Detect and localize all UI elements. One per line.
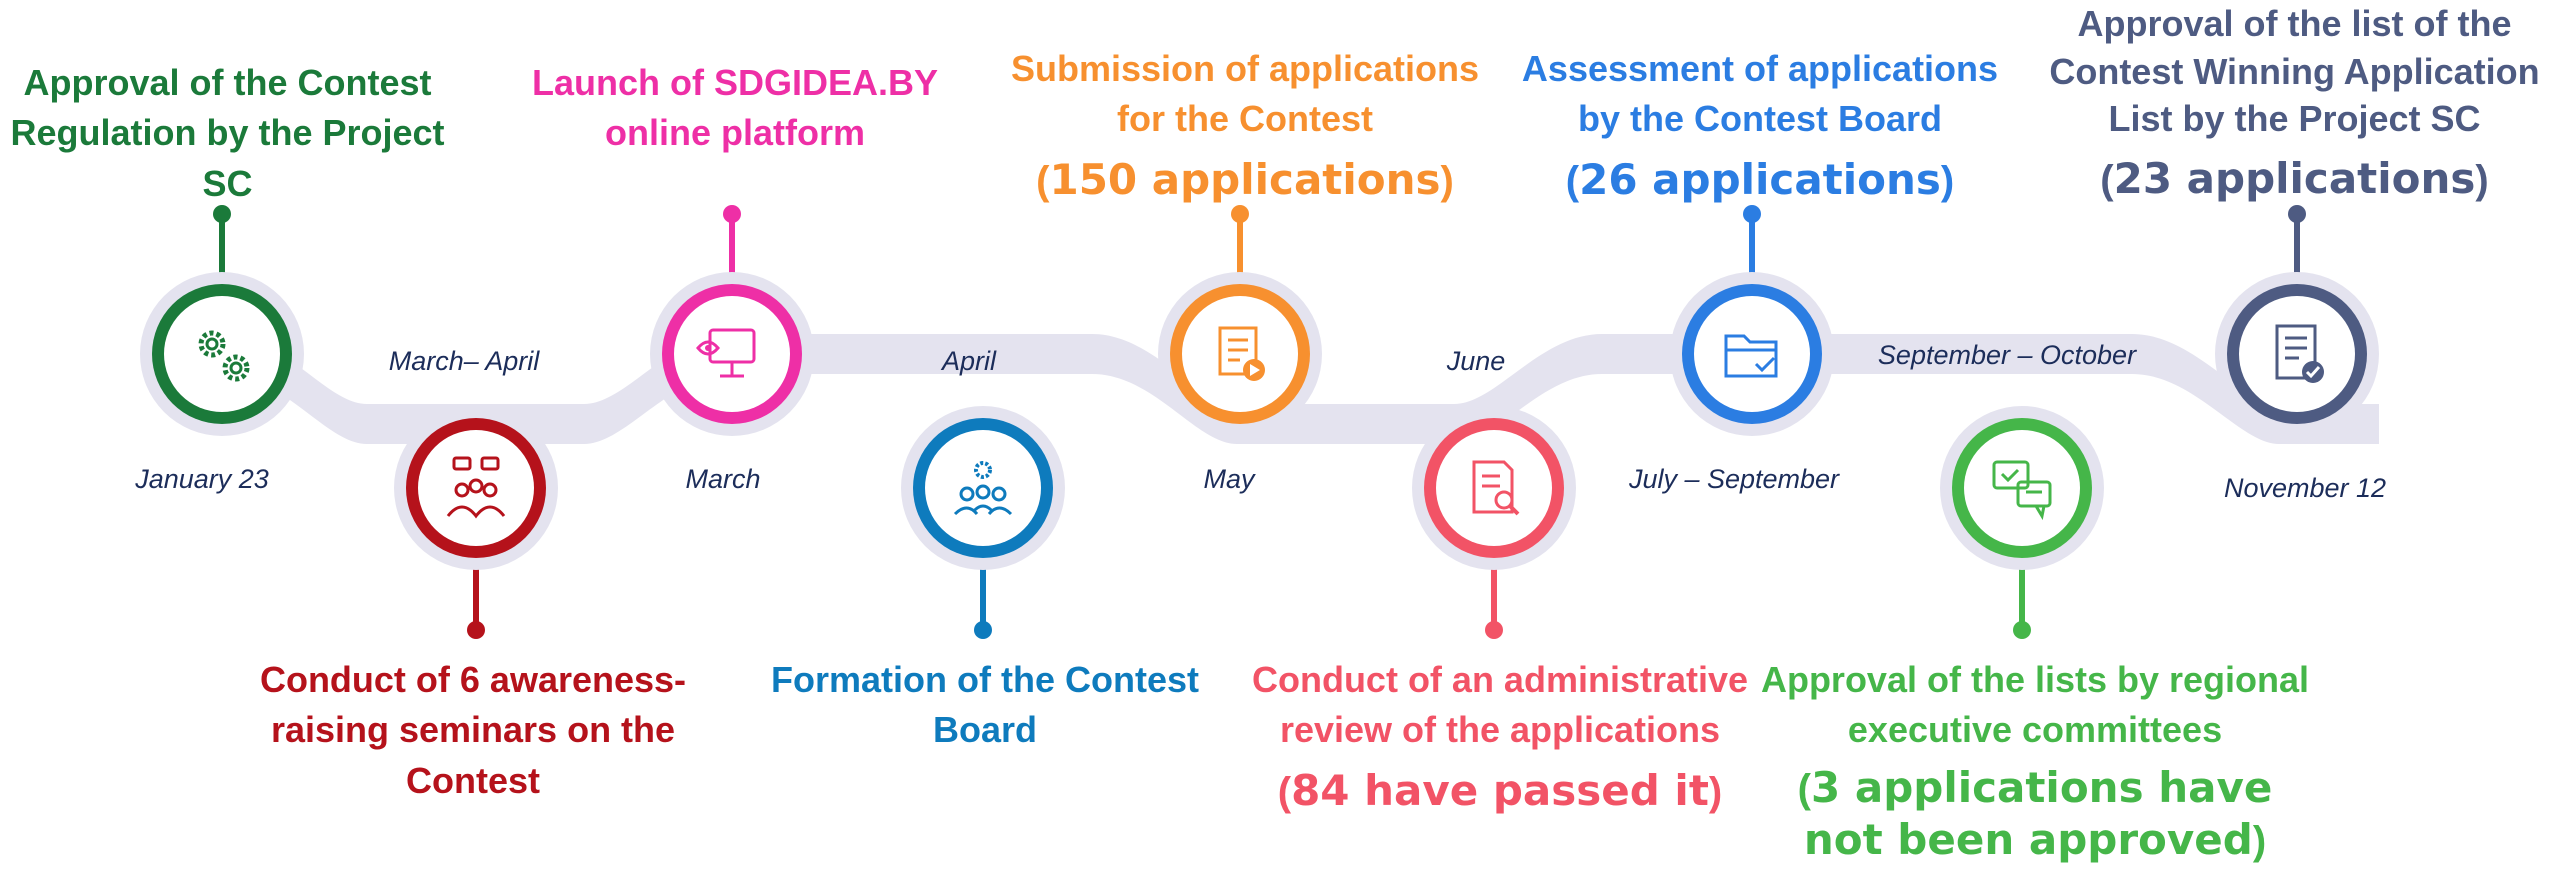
connector-dot xyxy=(2013,621,2031,639)
milestone-label-8: Approval of the lists by regional execut… xyxy=(1755,655,2315,867)
milestone-label-1: Approval of the Contest Regulation by th… xyxy=(0,58,455,209)
node-inner xyxy=(1182,296,1298,412)
gears-icon xyxy=(198,330,250,382)
team-gear-icon xyxy=(953,461,1013,516)
milestone-label-9: Approval of the list of the Contest Winn… xyxy=(2035,0,2554,206)
milestone-date-6: June xyxy=(1446,346,1506,376)
milestone-node-7 xyxy=(1670,205,1834,436)
milestone-node-8 xyxy=(1940,406,2104,639)
milestone-count: (150 applications) xyxy=(1036,154,1454,204)
milestone-label-3: Launch of SDGIDEA.BY online platform xyxy=(520,58,950,159)
milestone-count: (84 have passed it) xyxy=(1277,765,1723,815)
connector-dot xyxy=(2288,205,2306,223)
connector-dot xyxy=(723,205,741,223)
chat-check-icon xyxy=(1992,460,2052,521)
milestone-label-2: Conduct of 6 awareness-raising seminars … xyxy=(248,655,698,806)
milestone-node-2 xyxy=(394,406,558,639)
node-inner xyxy=(925,430,1041,546)
milestone-node-6 xyxy=(1412,406,1576,639)
node-inner xyxy=(674,296,790,412)
connector-dot xyxy=(467,621,485,639)
connector-dot xyxy=(1485,621,1503,639)
milestone-date-1: January 23 xyxy=(135,464,269,494)
connector-dot xyxy=(1743,205,1761,223)
node-inner xyxy=(164,296,280,412)
milestone-label-4: Formation of the Contest Board xyxy=(745,655,1225,756)
document-play-icon xyxy=(1218,326,1265,381)
milestone-date-9: November 12 xyxy=(2223,473,2387,503)
milestone-date-8: September – October xyxy=(1877,340,2137,370)
node-inner xyxy=(1694,296,1810,412)
milestone-title: Launch of SDGIDEA.BY online platform xyxy=(531,62,939,154)
node-inner xyxy=(418,430,534,546)
milestone-title: Approval of the lists by regional execut… xyxy=(1760,659,2310,751)
milestone-node-1 xyxy=(140,205,304,436)
node-inner xyxy=(1436,430,1552,546)
milestone-node-9 xyxy=(2215,205,2379,436)
milestone-title: Conduct of 6 awareness-raising seminars … xyxy=(259,659,687,801)
connector-dot xyxy=(1231,205,1249,223)
milestone-node-5 xyxy=(1158,205,1322,436)
monitor-eye-icon xyxy=(696,328,756,378)
document-search-icon xyxy=(1472,460,1520,516)
node-inner xyxy=(2239,296,2355,412)
milestone-date-3: March xyxy=(685,464,761,494)
folder-check-icon xyxy=(1724,334,1778,378)
certificate-check-icon xyxy=(2275,324,2324,383)
milestone-node-3 xyxy=(650,205,814,436)
milestone-date-4: April xyxy=(941,346,996,376)
group-discussion-icon xyxy=(446,456,506,519)
milestone-title: Assessment of applications by the Contes… xyxy=(1521,48,1999,140)
milestone-label-5: Submission of applications for the Conte… xyxy=(990,44,1500,210)
milestone-date-2: March– April xyxy=(388,346,540,376)
milestone-title: Approval of the list of the Contest Winn… xyxy=(2049,3,2540,140)
milestone-title: Submission of applications for the Conte… xyxy=(1010,48,1480,140)
milestone-title: Conduct of an administrative review of t… xyxy=(1251,659,1749,751)
milestone-title: Formation of the Contest Board xyxy=(771,659,1199,751)
milestone-count: (23 applications) xyxy=(2100,153,2489,203)
milestone-label-6: Conduct of an administrative review of t… xyxy=(1240,655,1760,821)
milestone-label-7: Assessment of applications by the Contes… xyxy=(1500,44,2020,210)
milestone-node-4 xyxy=(901,406,1065,639)
milestone-count: (3 applications have not been approved) xyxy=(1797,762,2273,865)
milestone-date-5: May xyxy=(1203,464,1255,494)
connector-dot xyxy=(974,621,992,639)
milestone-title: Approval of the Contest Regulation by th… xyxy=(10,62,445,204)
connector-dot xyxy=(213,205,231,223)
milestone-count: (26 applications) xyxy=(1565,154,1955,204)
milestone-date-7: July – September xyxy=(1628,464,1840,494)
